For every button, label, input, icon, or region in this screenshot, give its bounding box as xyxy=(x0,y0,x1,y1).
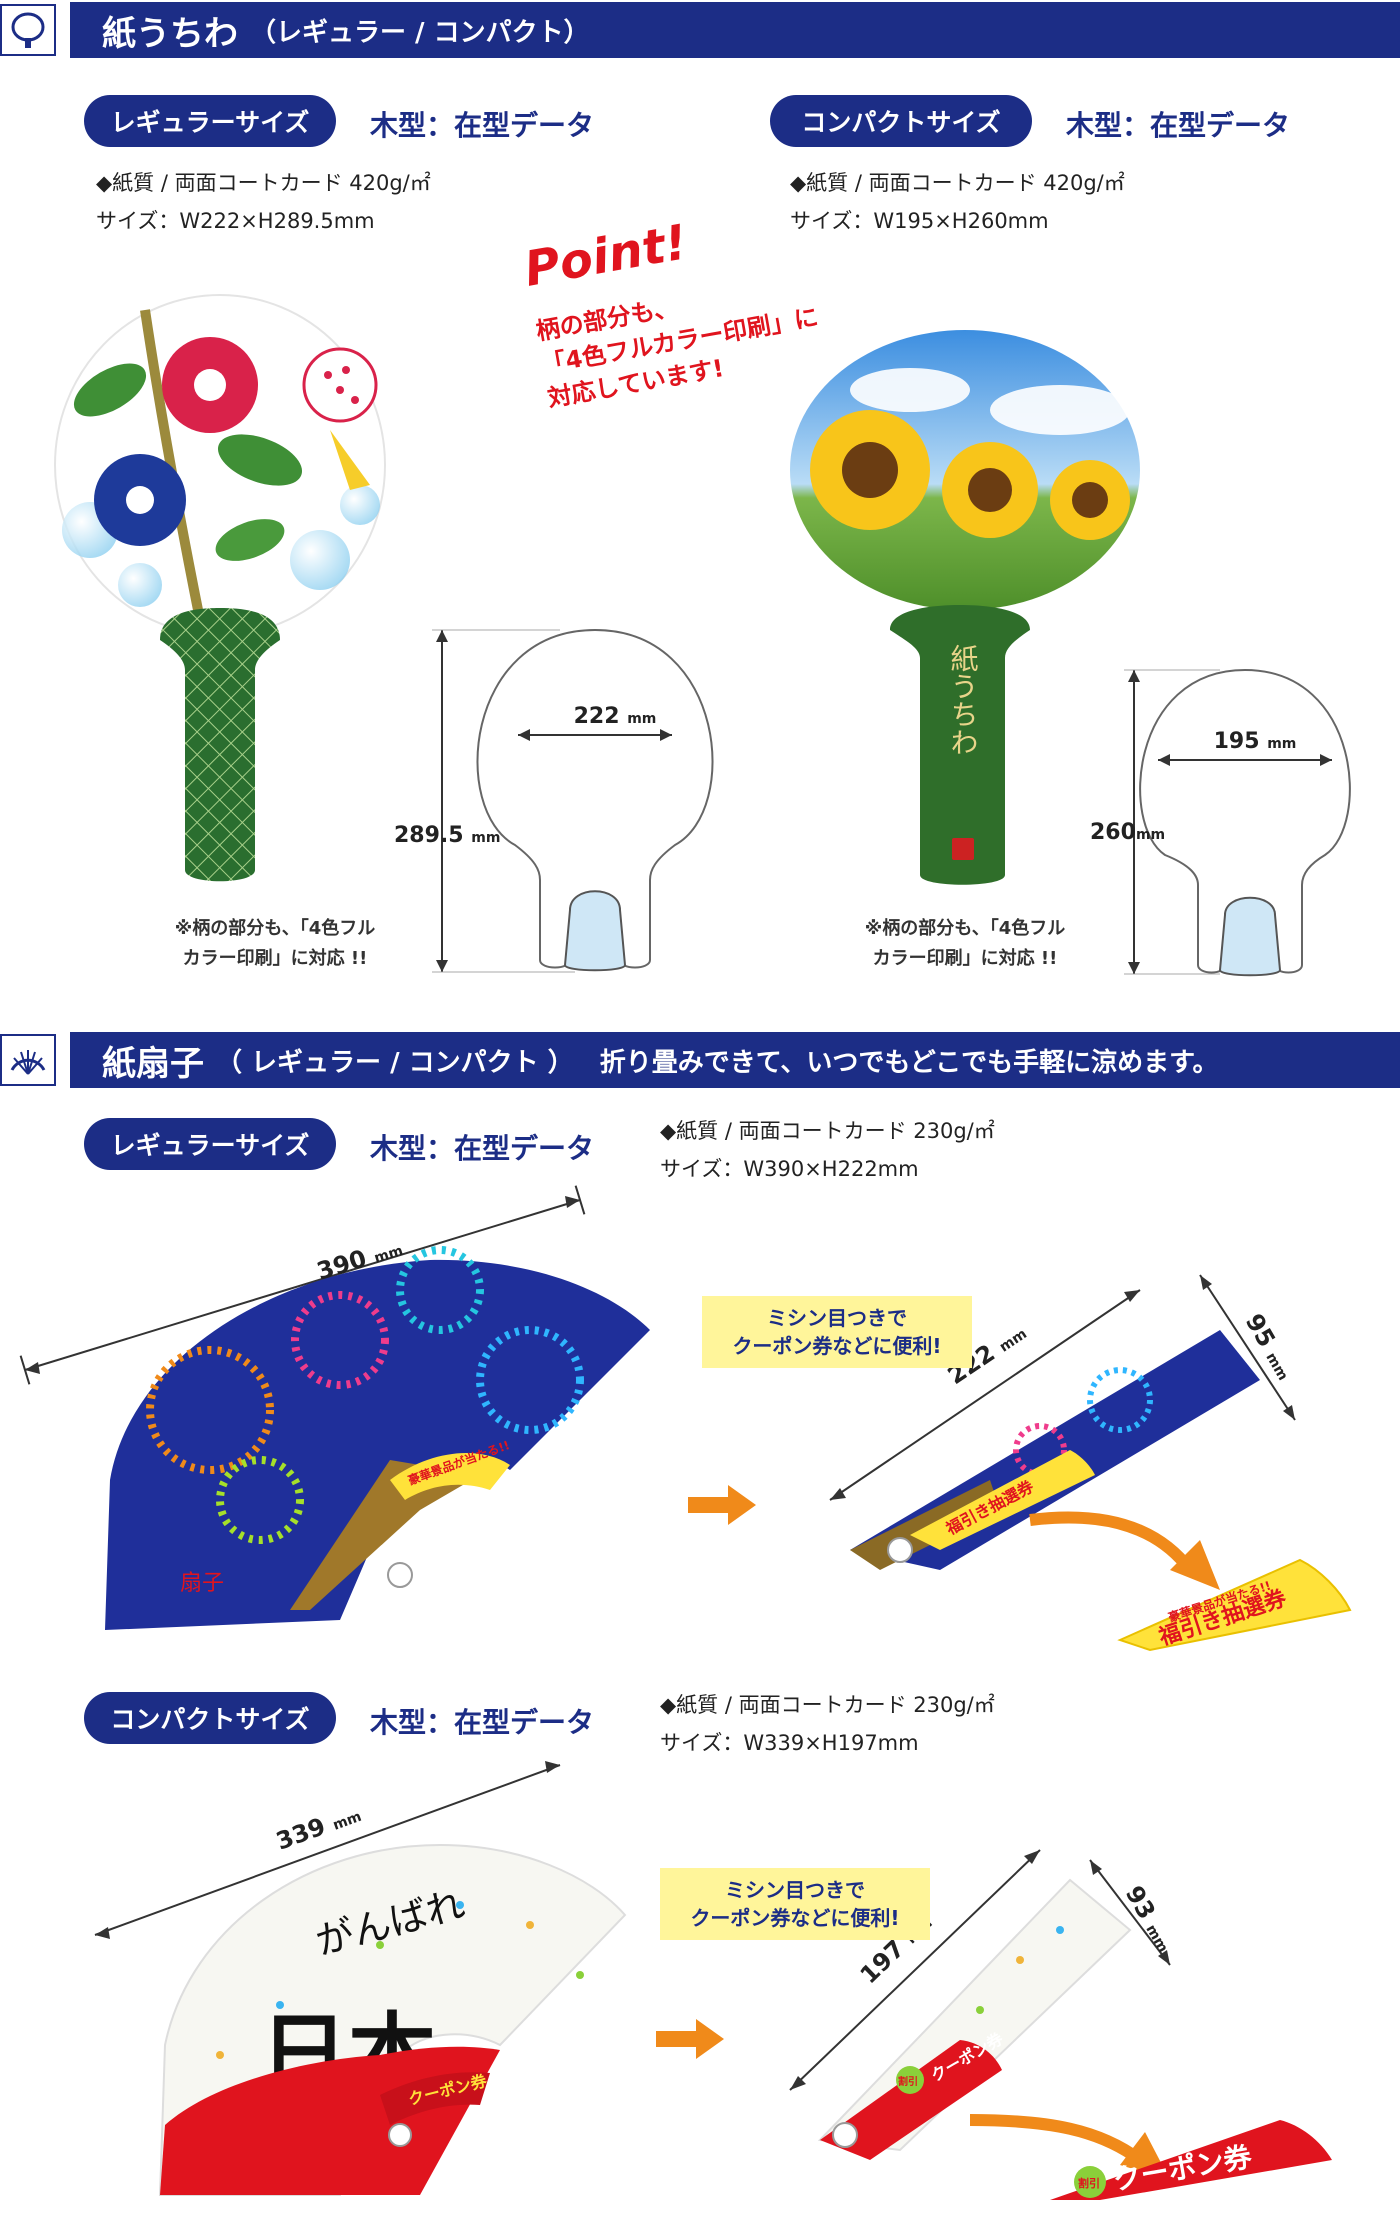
uchiwa-section-title: 紙うちわ xyxy=(102,13,238,54)
sensu-regular-callout: ミシン目つきで クーポン券などに便利! xyxy=(702,1296,972,1368)
uchiwa-compact-spec: ◆紙質 / 両面コートカード 420g/㎡ サイズ：W195×H260mm xyxy=(790,164,1125,240)
uchiwa-compact-note-line1: ※柄の部分も、「4色フル xyxy=(864,918,1066,939)
sensu-regular-kigata: 木型：在型データ xyxy=(370,1132,595,1165)
uchiwa-compact-note: ※柄の部分も、「4色フル カラー印刷」に対応 !! xyxy=(845,914,1085,974)
uchiwa-compact-dim-height: 260 xyxy=(1090,820,1136,845)
uchiwa-compact-handle-text: 紙うちわ xyxy=(947,644,980,756)
sensu-section-tagline: 折り畳みできて、いつでもどこでも手軽に涼めます。 xyxy=(599,1047,1219,1078)
sensu-section-title: 紙扇子 xyxy=(102,1043,204,1084)
svg-text:93 mm: 93 mm xyxy=(1120,1881,1180,1956)
uchiwa-regular-dim-width: 222 xyxy=(574,704,620,729)
uchiwa-compact-height-label: 260mm xyxy=(1090,820,1165,845)
uchiwa-compact-photo: 紙うちわ xyxy=(790,330,1140,885)
uchiwa-regular-paper: ◆紙質 / 両面コートカード 420g/㎡ xyxy=(96,171,431,195)
sensu-compact-dim-open-unit: mm xyxy=(331,1809,364,1834)
sensu-regular-callout-line2: クーポン券などに便利! xyxy=(732,1334,942,1358)
svg-text:222 mm: 222 mm xyxy=(574,704,657,729)
uchiwa-compact-paper: ◆紙質 / 両面コートカード 420g/㎡ xyxy=(790,171,1125,195)
uchiwa-icon xyxy=(0,4,56,56)
svg-text:339 mm: 339 mm xyxy=(272,1799,364,1855)
sensu-compact-spec: ◆紙質 / 両面コートカード 230g/㎡ サイズ：W339×H197mm xyxy=(660,1686,995,1762)
sensu-compact-size: サイズ：W339×H197mm xyxy=(660,1731,919,1755)
uchiwa-regular-dim-height-unit: mm xyxy=(471,830,500,846)
uchiwa-compact-pill: コンパクトサイズ xyxy=(770,95,1032,147)
uchiwa-compact-dim-width-unit: mm xyxy=(1267,736,1296,752)
sensu-regular-size: サイズ：W390×H222mm xyxy=(660,1157,919,1181)
sensu-compact-dim-width: 93 xyxy=(1120,1881,1161,1924)
uchiwa-regular-note: ※柄の部分も、「4色フル カラー印刷」に対応 !! xyxy=(155,914,395,974)
sensu-regular-open-fan: 390 mm 扇子 豪華景品が当たる!! xyxy=(19,1185,650,1630)
uchiwa-compact-dim-height-unit: mm xyxy=(1135,827,1166,843)
uchiwa-regular-note-line1: ※柄の部分も、「4色フル xyxy=(174,918,376,939)
sensu-regular-spec: ◆紙質 / 両面コートカード 230g/㎡ サイズ：W390×H222mm xyxy=(660,1112,995,1188)
point-title: Point! xyxy=(520,214,692,298)
sensu-compact-callout-line1: ミシン目つきで xyxy=(725,1878,865,1902)
sensu-regular-paper: ◆紙質 / 両面コートカード 230g/㎡ xyxy=(660,1119,995,1143)
folding-fan-icon xyxy=(0,1034,56,1086)
svg-text:195 mm: 195 mm xyxy=(1214,729,1297,754)
sensu-compact-callout-line2: クーポン券などに便利! xyxy=(690,1906,900,1930)
uchiwa-regular-diagram: 222 mm 289.5 mm xyxy=(394,628,714,973)
uchiwa-compact-dim-width: 195 xyxy=(1214,729,1260,754)
sensu-regular-arrow xyxy=(688,1485,756,1525)
sensu-compact-pill: コンパクトサイズ xyxy=(84,1692,336,1744)
uchiwa-compact-kigata: 木型：在型データ xyxy=(1066,109,1291,142)
uchiwa-regular-dim-height: 289.5 xyxy=(394,823,464,848)
uchiwa-regular-photo xyxy=(54,294,386,882)
sensu-compact-arrow xyxy=(656,2019,724,2059)
sensu-compact-dim-length: 197 xyxy=(855,1934,910,1989)
svg-text:289.5 mm: 289.5 mm xyxy=(394,823,500,848)
sensu-compact-closed-fan: 197 mm 93 mm 割引 クーポン券 割引 クーポン券 xyxy=(789,1849,1332,2200)
uchiwa-regular-dim-width-unit: mm xyxy=(627,711,656,727)
sensu-regular-dim-length-unit: mm xyxy=(997,1326,1030,1356)
uchiwa-section-header: 紙うちわ （レギュラー / コンパクト） xyxy=(0,2,1400,58)
sensu-regular-callout-line1: ミシン目つきで xyxy=(767,1306,907,1330)
sensu-compact-paper: ◆紙質 / 両面コートカード 230g/㎡ xyxy=(660,1693,995,1717)
uchiwa-section-subtitle: （レギュラー / コンパクト） xyxy=(250,17,590,48)
uchiwa-regular-spec: ◆紙質 / 両面コートカード 420g/㎡ サイズ：W222×H289.5mm xyxy=(96,164,431,240)
sensu-regular-pill: レギュラーサイズ xyxy=(84,1118,336,1170)
uchiwa-regular-note-line2: カラー印刷」に対応 !! xyxy=(182,948,368,969)
uchiwa-regular-kigata: 木型：在型データ xyxy=(370,109,595,142)
uchiwa-compact-diagram: 195 mm xyxy=(1124,668,1351,977)
uchiwa-compact-note-line2: カラー印刷」に対応 !! xyxy=(872,948,1058,969)
sensu-regular-fan-mark: 扇子 xyxy=(180,1571,224,1596)
sensu-section-header: 紙扇子 （ レギュラー / コンパクト ） 折り畳みできて、いつでもどこでも手軽… xyxy=(0,1032,1400,1088)
sensu-compact-callout: ミシン目つきで クーポン券などに便利! xyxy=(660,1868,930,1940)
sensu-compact-kigata: 木型：在型データ xyxy=(370,1706,595,1739)
sensu-compact-open-fan: 339 mm がんばれ 日本 クーポン券 xyxy=(94,1761,627,2196)
sensu-regular-closed-fan: 222 mm 95 mm 福引き抽選券 豪華景品が当たる!! 福引き抽選券 xyxy=(829,1274,1352,1652)
sensu-compact-dim-open: 339 xyxy=(272,1812,329,1855)
sensu-section-subtitle: （ レギュラー / コンパクト ） xyxy=(216,1047,574,1078)
uchiwa-regular-size: サイズ：W222×H289.5mm xyxy=(96,209,375,233)
sensu-compact-closed-badge: 割引 xyxy=(898,2075,918,2088)
sensu-compact-coupon-badge: 割引 xyxy=(1078,2176,1100,2190)
uchiwa-regular-pill: レギュラーサイズ xyxy=(84,95,336,147)
uchiwa-compact-size: サイズ：W195×H260mm xyxy=(790,209,1049,233)
